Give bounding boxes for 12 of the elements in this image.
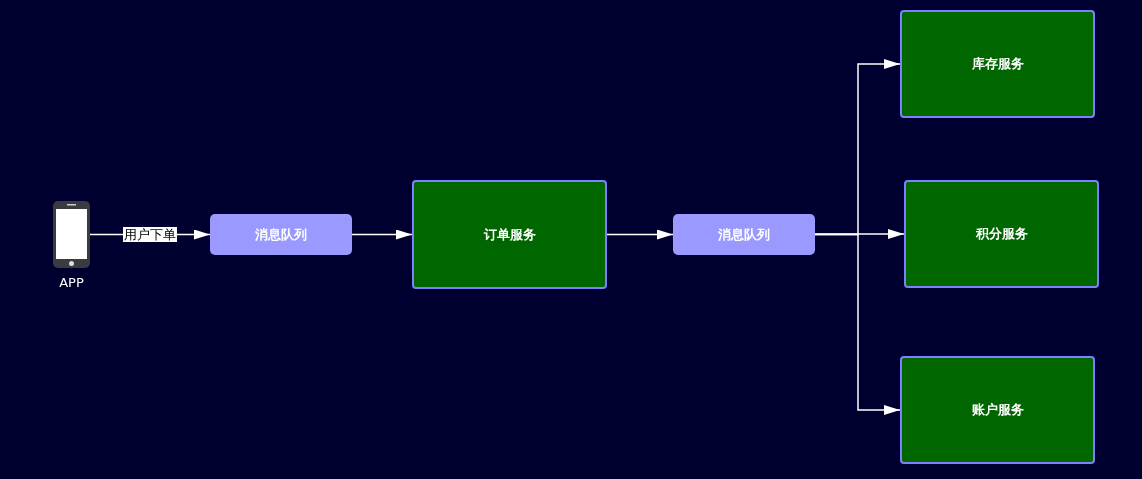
arrow bbox=[814, 233, 901, 415]
service-box: 账户服务 bbox=[900, 356, 1095, 464]
queue-box: 消息队列 bbox=[673, 214, 815, 255]
edge-label: 用户下单 bbox=[123, 227, 177, 242]
queue-box: 消息队列 bbox=[210, 214, 352, 255]
arrow bbox=[351, 229, 413, 240]
arrow bbox=[814, 229, 905, 239]
service-box: 订单服务 bbox=[412, 180, 607, 289]
service-box: 库存服务 bbox=[900, 10, 1095, 118]
app-label: APP bbox=[59, 275, 84, 290]
service-box: 积分服务 bbox=[904, 180, 1099, 288]
arrow bbox=[606, 229, 674, 240]
